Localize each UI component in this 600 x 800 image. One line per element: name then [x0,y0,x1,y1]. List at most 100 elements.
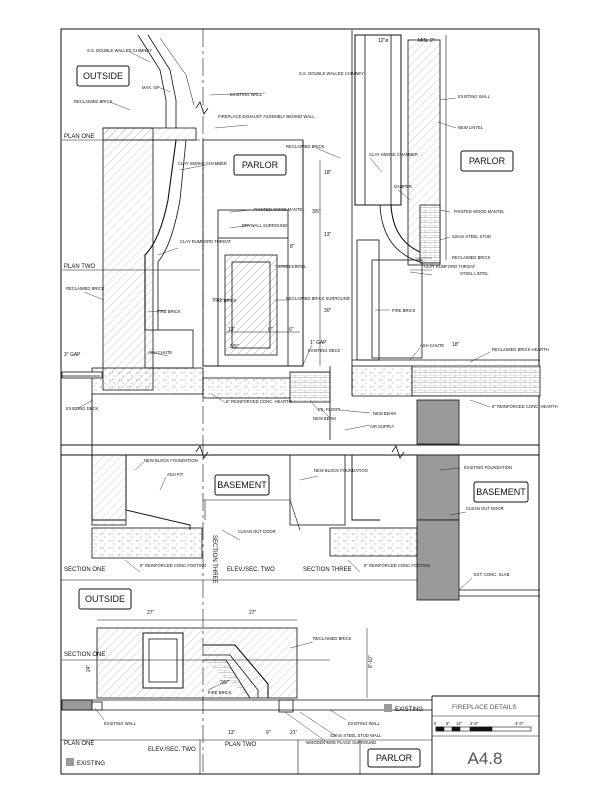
note-clay-smoke-chamber-right: CLAY SMOKE CHAMBER [369,152,418,157]
note-reclaimed-brick-1: RECLAIMED BRICK [74,99,113,104]
notes-group: S.S. DOUBLE WALLED CHIMNEY MAX. 60° RECL… [66,48,558,745]
legend-existing-right: EXISTING [395,707,423,713]
dim-8a: 8" [290,244,295,250]
note-reclaimed-brick-surround: RECLAIMED BRICK SURROUND [286,296,350,301]
dim-12-top: 12"ø [378,38,388,44]
note-damper: DAMPER [394,184,412,189]
legend-existing-swatch-right [384,704,392,712]
note-reclaimed-brick-2: RECLAIMED BRICK [286,144,325,149]
note-new-block-foundation-left: NEW BLOCK FOUNDATION [144,458,198,463]
note-drywall-surround: DRYWALL SURROUND [242,223,287,228]
note-reclaimed-brick-plan: RECLAIMED BRICK [313,636,352,641]
scale-bar-labels: 0 6" 12" 2'-0" 4'-0" [434,721,524,726]
dim-6a: 6" [268,327,273,333]
label-plan-one-bottom: PLAN ONE [64,741,94,747]
note-existing-foundation: EXISTING FOUNDATION [464,465,512,470]
note-fire-brick-2: FIRE BRICK [157,309,181,314]
room-basement-left: BASEMENT [217,480,267,490]
dim-8-14: 8'-10" [368,655,374,668]
label-section-one-plan-a: SECTION ONE [64,652,105,658]
note-clean-out-door-mid: CLEAN OUT DOOR [238,529,276,534]
label-elev-sec-two-bottom: ELEV./SEC. TWO [148,747,196,753]
note-painted-wood-mantel-right: PAINTED WOOD MANTEL [454,209,505,214]
note-existing-deck-left: EXISTING DECK [66,406,99,411]
note-ex-floor: EX. FLOOR [318,407,340,412]
note-conc-hearth-right: 6" REINFORCED CONC. HEARTH [492,404,558,409]
room-tag-boxes [76,65,529,768]
room-parlor-left: PARLOR [242,160,279,170]
scale-label-6: 6" [446,721,450,726]
dim-min2: MIN. 2" [418,38,435,44]
note-new-block-foundation-mid: NEW BLOCK FOUNDATION [314,468,368,473]
sheet-border [60,28,540,775]
dim-1gap: 1" GAP [310,340,327,346]
label-section-three-vertical: SECTION THREE [211,535,217,584]
note-clean-out-door-right: CLEAN OUT DOOR [466,506,504,511]
note-ash-chute-left: ASH CHUTE [148,350,172,355]
note-new-beam-2: NEW BEAM [313,416,336,421]
legend-existing-left: EXISTING [77,761,105,767]
note-painted-wood-mantel-left: PAINTED WOOD MANTEL [254,207,305,212]
scale-label-0: 0 [434,721,437,726]
room-outside-top: OUTSIDE [83,71,123,81]
dim-30: 30" [324,308,332,314]
elevation-two-drawing [202,139,346,531]
note-clay-rumford-right: CLAY RUMFORD THROAT [424,264,476,269]
note-chimney-right: S.S. DOUBLE WALLED CHIMNEY [299,71,364,76]
note-max-60: MAX. 60° [142,85,160,90]
note-existing-wall-right: EXISTING WALL [458,94,491,99]
dim-13b: 13" [228,327,236,333]
note-new-beam-1: NEW BEAM [373,411,396,416]
note-conc-hearth-left: 6" REINFORCED CONC. HEARTH [226,399,292,404]
note-clay-rumford-left: CLAY RUMFORD THROAT [180,239,232,244]
scale-label-12: 12" [456,721,463,726]
note-reclaimed-brick-4: RECLAIMED BRICK [452,255,491,260]
legend-existing-swatch-left [66,758,74,766]
note-ash-pit: ASH PIT [167,472,184,477]
note-wooden-surround: WOODEN FIRE PLACE SURROUND [306,740,376,745]
label-section-three: SECTION THREE [303,567,352,573]
label-plan-two-bottom: PLAN TWO [225,742,257,748]
note-fire-brick-1: FIRE BRICK [213,298,237,303]
room-parlor-right: PARLOR [469,156,506,166]
note-existing-wall-plan2: EXISTING WALL [348,721,381,726]
dim-27b: 27" [249,610,257,616]
note-existing-deck-mid: EXISTING DECK [308,348,341,353]
scale-label-4ft: 4'-0" [515,721,524,726]
scale-bar [435,726,532,732]
note-reclaimed-brick-hearth: RECLAIMED BRICK HEARTH [492,347,549,352]
note-steel-stud-wall: S2mm STEEL STUD WALL [330,733,382,738]
note-ash-chute-right: ASH CHUTE [420,343,444,348]
note-fire-brick-3: FIRE BRICK [392,308,416,313]
scale-label-2ft: 2'-0" [470,721,479,726]
note-reclaimed-brick-3: RECLAIMED BRICK [66,286,105,291]
note-chimney-left: S.S. DOUBLE WALLED CHIMNEY [87,48,152,53]
dim-3-5: 3/5" [312,209,321,215]
note-conc-footing-right: 8" REINFORCED CONC.FOOTING [364,563,430,568]
section-one-drawing [61,34,206,559]
note-fire-brick-plan: FIRE BRICK [208,690,232,695]
section-three-drawing [329,30,541,601]
label-section-one: SECTION ONE [64,567,105,573]
dimensions-group: 12"ø MIN. 2" 18" 3/5" 13" 8" 30" 13" 6" … [64,38,460,736]
dim-13c: 13" [228,730,236,736]
dim-18b: 18" [452,342,460,348]
note-conc-footing-left: 8" REINFORCED CONC.FOOTING [140,563,206,568]
dim-27a: 27" [147,610,155,616]
label-elev-sec-two-mid: ELEV./SEC. TWO [227,567,275,573]
room-outside-plan: OUTSIDE [85,594,125,604]
note-air-supply: AIR SUPPLY [370,424,395,429]
dim-6b: 6" [289,327,294,333]
note-existing-wall-top: EXISTING WALL [230,92,263,97]
dim-21: 21" [290,730,298,736]
dim-13: 13" [324,232,332,238]
note-new-lintel: NEW LINTEL [458,125,484,130]
room-basement-right: BASEMENT [476,487,526,497]
dim-3-5b: 3/5" [230,344,239,350]
dim-3gap-left: 3" GAP [64,352,81,358]
title-block [431,695,539,774]
title-block-title: FIREPLACE DETAILS [452,704,517,711]
note-fireplace-exhaust: FIREPLACE EXHAUST ASSEMBLY BEHIND WALL [218,114,315,119]
note-ext-conc-slab: EXT. CONC. SLAB [474,572,510,577]
